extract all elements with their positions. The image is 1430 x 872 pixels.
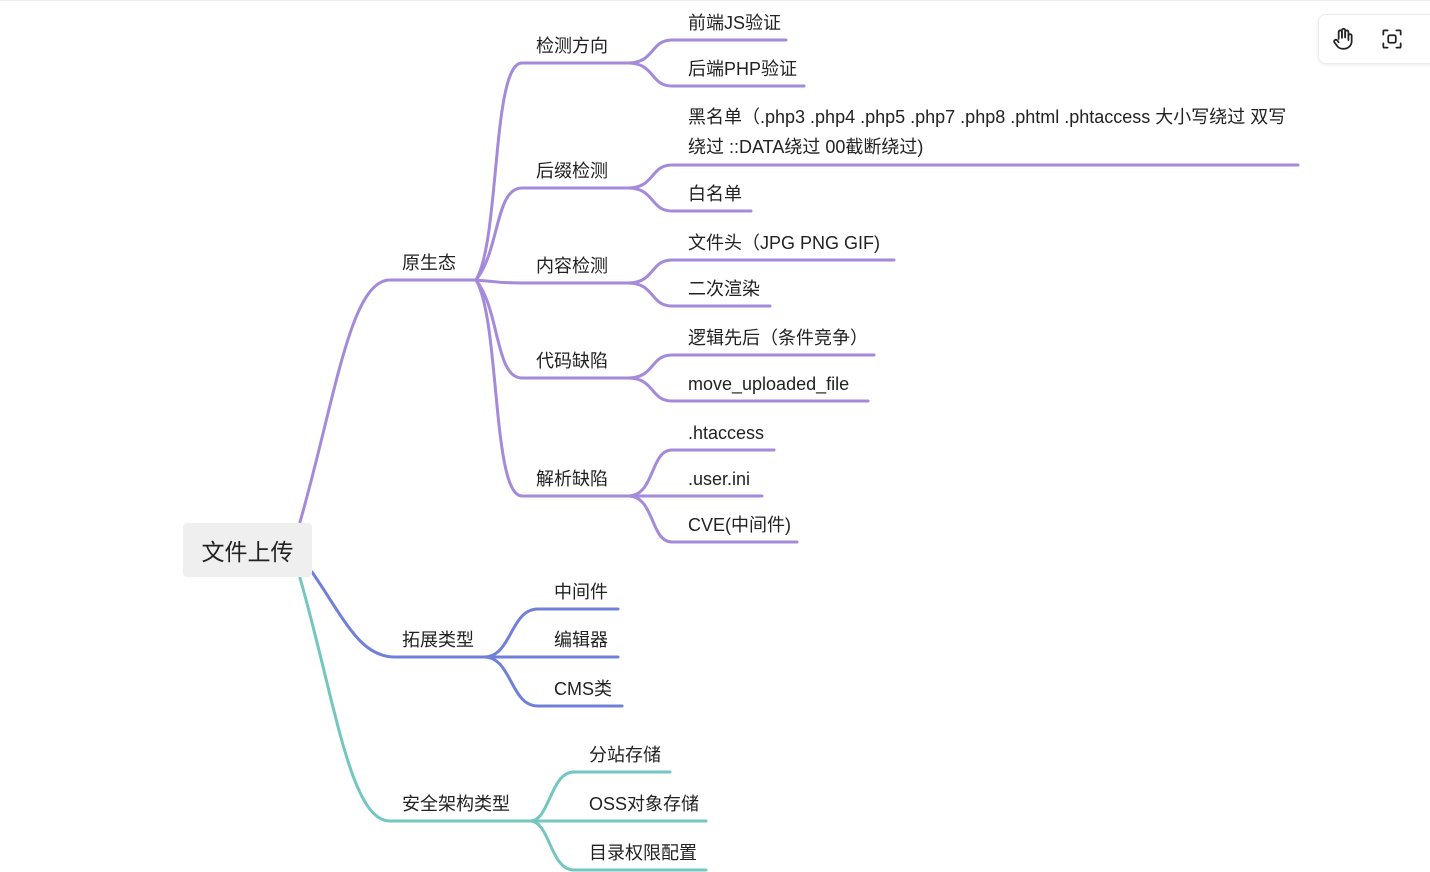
leaf-wenjiantou[interactable]: 文件头（JPG PNG GIF) <box>688 233 881 253</box>
edge-leaf-move <box>626 376 870 403</box>
edge-leaf-htaccess <box>626 448 776 498</box>
node-yuanshengtai[interactable]: 原生态 <box>402 253 456 273</box>
edge-root-yuanshengtai <box>298 278 480 524</box>
edge-ysz-daima <box>474 278 630 380</box>
root-node[interactable]: 文件上传 <box>183 523 312 577</box>
node-tuozhan-leixing[interactable]: 拓展类型 <box>402 630 474 650</box>
edge-leaf-cve <box>626 494 799 544</box>
node-zhongjianjian[interactable]: 中间件 <box>554 582 608 602</box>
node-anquan-jiagou[interactable]: 安全架构类型 <box>402 794 510 814</box>
node-daima-quexian[interactable]: 代码缺陷 <box>536 351 608 371</box>
leaf-heimingdan[interactable]: 黑名单（.php3 .php4 .php5 .php7 .php8 .phtml… <box>688 107 1287 157</box>
edge-leaf-luoji <box>626 353 876 380</box>
leaf-move-uploaded-file[interactable]: move_uploaded_file <box>688 374 850 394</box>
edge-tz-cms <box>482 655 624 708</box>
edge-tz-zhongjianjian <box>482 607 620 659</box>
leaf-luoji-xianhou[interactable]: 逻辑先后（条件竞争） <box>688 328 868 348</box>
canvas-toolbar <box>1318 14 1430 64</box>
node-bianjiqi[interactable]: 编辑器 <box>554 630 608 650</box>
node-jiance-fangxiang[interactable]: 检测方向 <box>536 36 608 56</box>
node-oss-cunchu[interactable]: OSS对象存储 <box>589 794 700 814</box>
leaf-qianduan-js[interactable]: 前端JS验证 <box>688 13 782 33</box>
edge-aq-mulu <box>528 819 708 872</box>
leaf-cve[interactable]: CVE(中间件) <box>688 515 791 535</box>
edge-leaf-baimingdan <box>626 186 753 213</box>
edge-leaf-wenjiantou <box>626 258 896 285</box>
hand-icon[interactable] <box>1330 26 1356 52</box>
node-cms[interactable]: CMS类 <box>554 679 612 699</box>
edge-ysz-houzhui <box>474 186 630 282</box>
node-jiexi-quexian[interactable]: 解析缺陷 <box>536 469 608 489</box>
leaf-user-ini[interactable]: .user.ini <box>688 469 751 489</box>
fit-view-icon[interactable] <box>1379 26 1405 52</box>
node-houzhui-jiance[interactable]: 后缀检测 <box>536 161 608 181</box>
edge-ysz-jiexi <box>474 278 630 498</box>
edge-root-anquan <box>298 576 532 823</box>
leaf-baimingdan[interactable]: 白名单 <box>688 184 742 204</box>
edge-leaf-houduan <box>626 61 806 88</box>
edge-ysz-neirong <box>474 278 630 285</box>
edge-ysz-jiance <box>474 61 630 282</box>
leaf-erci-xuanran[interactable]: 二次渲染 <box>688 279 760 299</box>
leaf-htaccess[interactable]: .htaccess <box>688 423 765 443</box>
edge-leaf-qianduan <box>626 38 788 65</box>
edge-leaf-ercixuanran <box>626 281 772 308</box>
edge-aq-fenzhan <box>528 770 672 823</box>
node-fenzhan-cunchu[interactable]: 分站存储 <box>589 745 661 765</box>
node-mulu-quanxian[interactable]: 目录权限配置 <box>589 843 697 863</box>
edge-root-tuozhan <box>310 570 486 659</box>
leaf-houduan-php[interactable]: 后端PHP验证 <box>688 59 798 79</box>
node-neirong-jiance[interactable]: 内容检测 <box>536 256 608 276</box>
top-divider <box>0 0 1430 1</box>
edge-leaf-heimingdan <box>626 163 1300 190</box>
